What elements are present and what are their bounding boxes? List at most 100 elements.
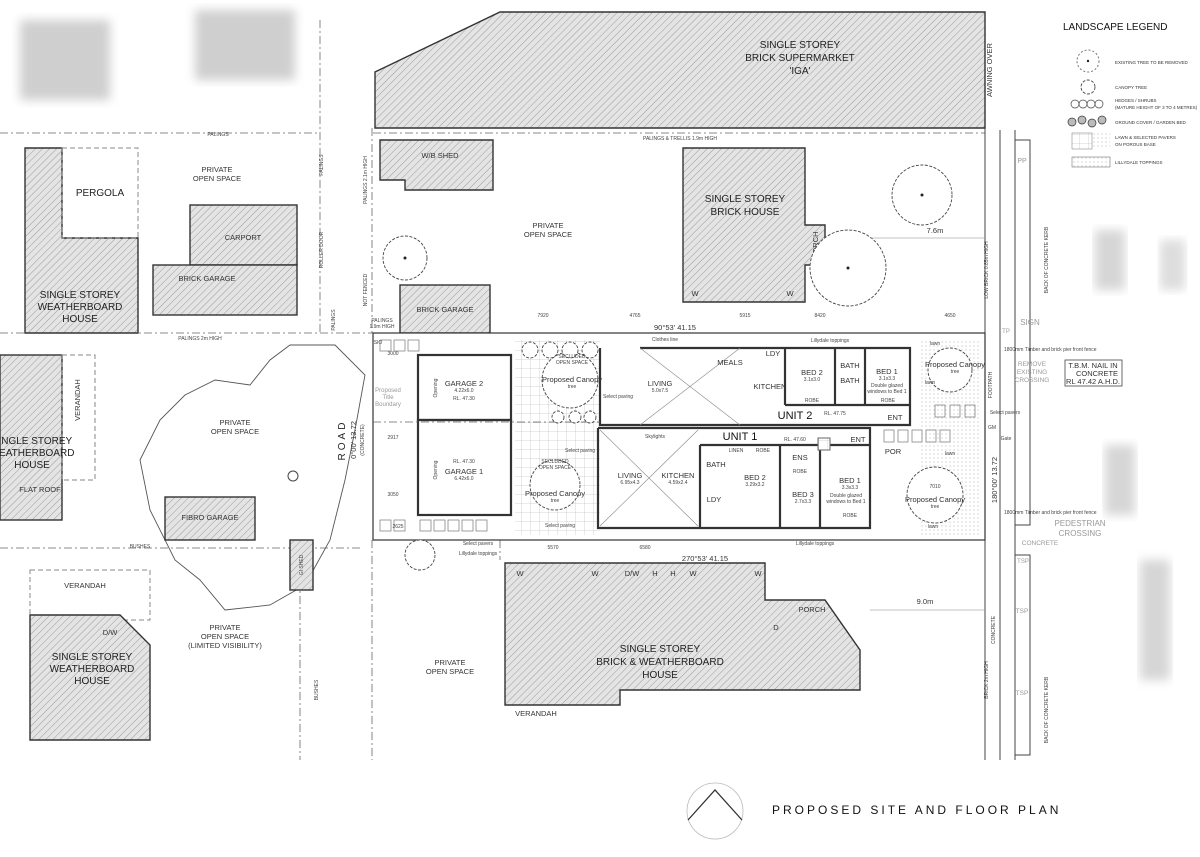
plan-label: lawn [945, 451, 956, 457]
plan-label: 2917 [387, 435, 398, 441]
plan-label: WEATHERBOARD [38, 302, 123, 313]
plan-label: tree [951, 369, 960, 375]
plan-label: BED 2 [801, 368, 823, 377]
plan-label: PP [1017, 158, 1027, 165]
plan-label: GARAGE 2 [445, 379, 483, 388]
plan-label: BED 1 [876, 367, 898, 376]
plan-label: SIO [374, 340, 383, 346]
plan-label: SECLUDED [541, 459, 569, 465]
plan-label: LIVING [648, 379, 673, 388]
plan-label: 1800mm Timber and brick pier front fence [1004, 347, 1097, 353]
fibro-garage: FIBRO GARAGE [164, 496, 256, 541]
plan-label: D [773, 623, 779, 632]
plan-label: BATH [840, 376, 859, 385]
plan-label: 2.7x3.3 [795, 499, 812, 505]
plan-label: BRICK GARAGE [178, 274, 235, 283]
plan-label: 1.9m HIGH [369, 324, 394, 330]
plan-label: BRICK GARAGE [416, 305, 473, 314]
road: ROAD 0°00' 13.72 (CONCRETE) [337, 420, 366, 461]
plan-label: BRICK SUPERMARKET [745, 53, 854, 64]
plan-label: PRIVATE [210, 623, 241, 632]
title-block: PROPOSED SITE AND FLOOR PLAN [686, 782, 1061, 840]
plan-label: BED 3 [792, 490, 814, 499]
plan-label: PEDESTRIAN [1054, 519, 1105, 528]
plan-label: WEATHERBOARD [50, 664, 135, 675]
middle-left-house: VERANDAH SINGLE STOREY WEATHERBOARD HOUS… [0, 354, 96, 521]
awning-label: AWNING OVER [985, 42, 994, 96]
plan-label: ROBE [805, 398, 820, 404]
plan-label: 7010 [929, 484, 940, 490]
plan-label: Boundary [375, 402, 401, 408]
plan-label: OPEN SPACE [201, 632, 249, 641]
palings-side-label-2: PALINGS [331, 309, 337, 331]
plan-label: Select pavers [463, 541, 494, 547]
plan-label: BATH [840, 361, 859, 370]
plan-label: CARPORT [225, 233, 262, 242]
plan-label: PRIVATE [220, 418, 251, 427]
plan-label: W/B SHED [421, 151, 459, 160]
north-brick-house: SINGLE STOREY BRICK HOUSE PORCH W W [682, 147, 826, 303]
plan-label: 4.22x6.0 [454, 388, 473, 394]
plan-label: UNIT 2 [778, 410, 813, 422]
plan-label: VERANDAH [64, 581, 106, 590]
plan-label: CROSSING [1059, 529, 1102, 538]
drawing-title: PROPOSED SITE AND FLOOR PLAN [772, 803, 1061, 817]
plan-label: CROSSING [1015, 377, 1050, 384]
plan-label: HOUSE [14, 460, 50, 471]
plan-label: Proposed Canopy [525, 489, 585, 498]
plan-label: 7.6m [927, 226, 944, 235]
plan-label: SECLUDED [558, 354, 586, 360]
north-arrow-icon [686, 782, 744, 840]
plan-label: Skylights [645, 434, 666, 440]
plan-label: 5570 [547, 545, 558, 551]
landscape-legend: LANDSCAPE LEGEND EXISTING TREE TO BE REM… [1063, 22, 1198, 168]
subject-site [372, 332, 986, 541]
plan-label: Opening [433, 460, 439, 479]
plan-label: W [516, 569, 524, 578]
plan-label: HOUSE [642, 670, 678, 681]
plan-label: 3.1x3.0 [804, 377, 821, 383]
trees [382, 164, 973, 571]
plan-label: Select paving [565, 448, 595, 454]
plan-label: SINGLE STOREY [40, 290, 121, 301]
plan-label: windows to Bed 1 [867, 389, 906, 395]
plan-label: EXISTING [1017, 369, 1047, 376]
canopy-tree-icon [1080, 79, 1096, 95]
plan-label: Proposed Canopy [542, 375, 602, 384]
plan-label: tree [551, 498, 560, 504]
plan-label: 180°00' 13.72 [990, 457, 999, 503]
plan-label: BRICK & WEATHERBOARD [596, 657, 724, 668]
plan-label: LANDSCAPE LEGEND [1063, 22, 1167, 33]
plan-label: MEALS [717, 358, 742, 367]
palings-19-label: PALINGS [371, 318, 393, 324]
plan-label: 7920 [537, 313, 548, 319]
plan-label: RL. 47.30 [453, 459, 475, 465]
gi-shed: GI SHED [289, 539, 314, 591]
brick-2m-label: BRICK 2m HIGH [984, 661, 990, 699]
palings-trellis-label: PALINGS & TRELLIS 1.9m HIGH [643, 136, 717, 142]
plan-label: CONCRETE [1022, 540, 1059, 547]
site-labels: 90°53' 41.15 270°53' 41.15 UNIT 2 UNIT 1… [374, 226, 985, 611]
palings-2m-label: PALINGS 2m HIGH [178, 336, 222, 342]
plan-label: Proposed Canopy [925, 360, 985, 369]
plan-label: OPEN SPACE [524, 230, 572, 239]
plan-label: W [754, 569, 762, 578]
plan-label: 5.0x7.5 [652, 388, 669, 394]
plan-label: TP [1002, 329, 1010, 335]
plan-label: LILLYDALE TOPPINGS [1115, 160, 1163, 165]
plan-label: Lillydale toppings [811, 338, 850, 344]
plan-label: lawn [928, 524, 939, 530]
plan-label: 3.1x3.3 [879, 376, 896, 382]
plan-label: LDY [707, 495, 722, 504]
plan-label: H [652, 569, 657, 578]
plan-label: D/W [625, 569, 641, 578]
plan-label: 5915 [739, 313, 750, 319]
plan-label: T.B.M. NAIL IN [1068, 361, 1117, 370]
plan-label: 1800mm Timber and brick pier front fence [1004, 510, 1097, 516]
plan-label: 3050 [387, 492, 398, 498]
plan-label: HEDGES / SHRUBS [1115, 98, 1157, 103]
north-brick-garage: BRICK GARAGE [399, 284, 491, 334]
plan-label: VERANDAH [515, 709, 557, 718]
plan-label: RL 47.42 A.H.D. [1066, 377, 1120, 386]
